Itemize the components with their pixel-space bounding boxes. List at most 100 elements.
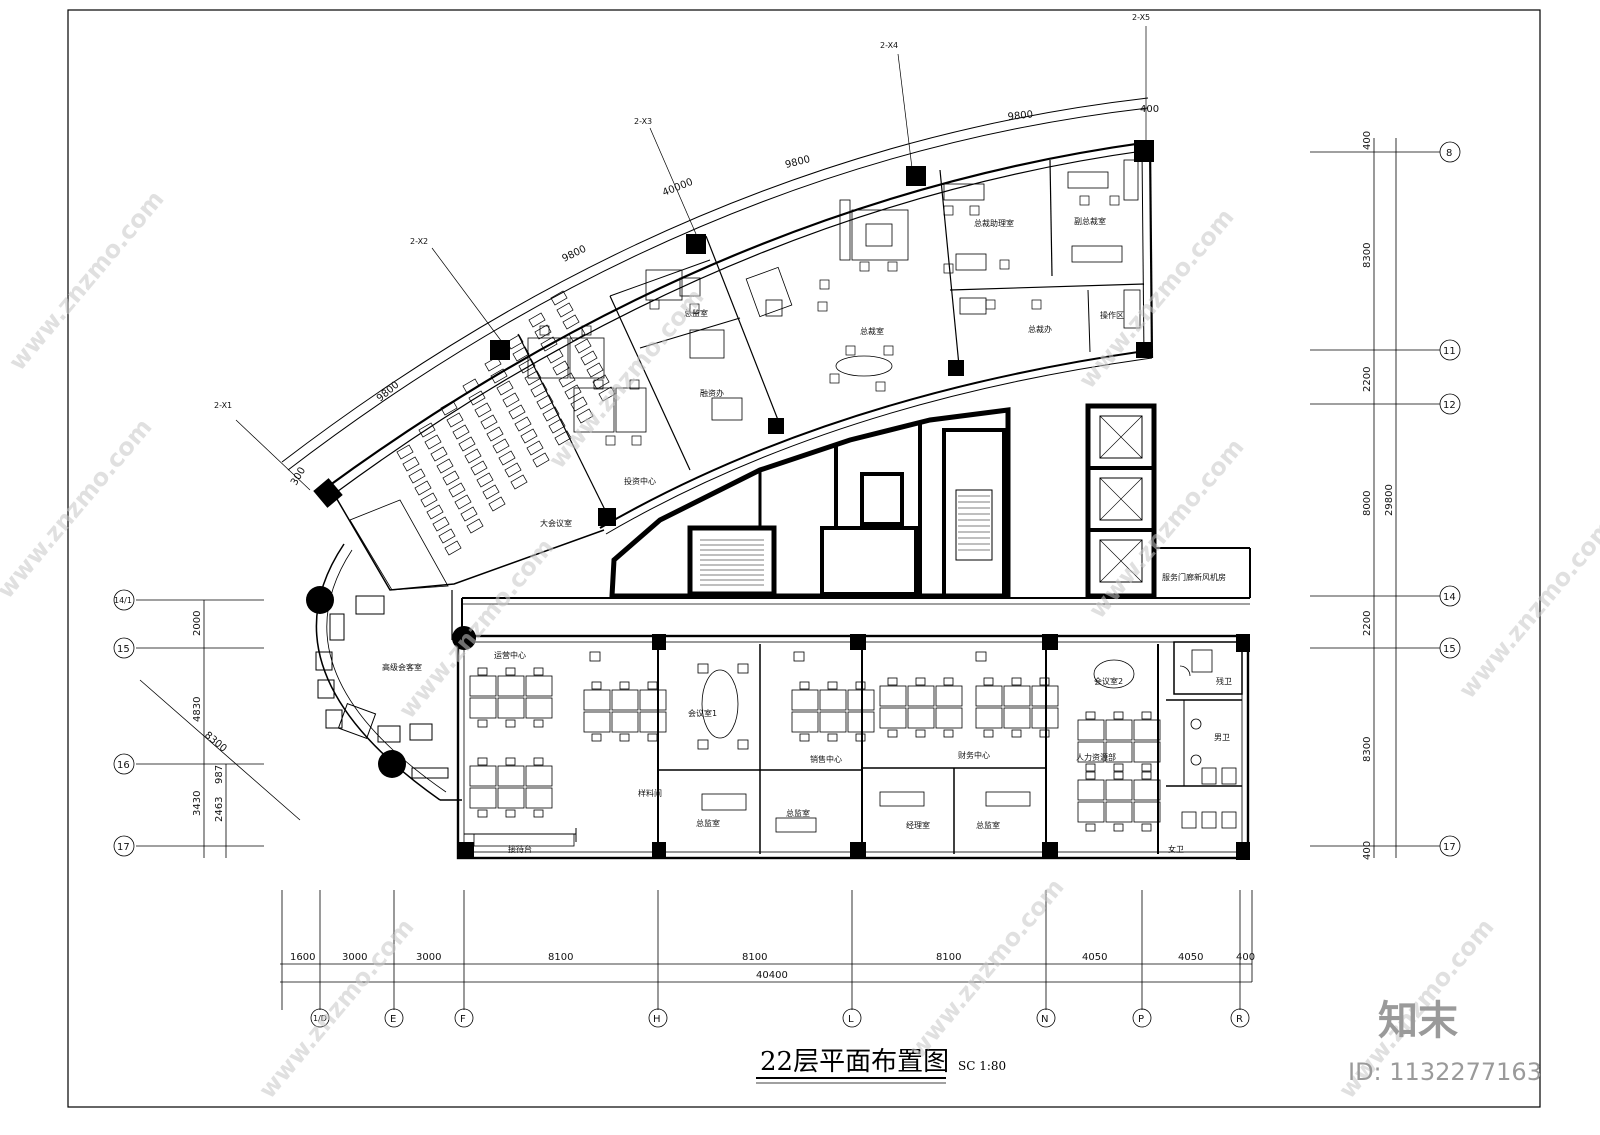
dimension-text: 3000 — [416, 952, 441, 963]
desk-chair — [505, 757, 516, 766]
stair-treads — [700, 495, 990, 586]
dimension-text: 29800 — [1384, 484, 1395, 516]
right-dimension-texts: 400 8300 2200 8000 29800 2200 8300 400 — [1362, 131, 1395, 860]
workstation-desk — [879, 685, 907, 707]
desk-chair — [505, 667, 516, 676]
building-core — [609, 403, 1251, 599]
axis-bubble-label: 2-X2 — [410, 237, 428, 246]
auditorium-seat — [524, 370, 542, 386]
axis-bubble-label: E — [390, 1014, 396, 1025]
workstation-desk — [497, 787, 525, 809]
left-axis-labels: 14/1 15 16 17 — [114, 596, 132, 853]
desk-chair — [1085, 711, 1096, 720]
chair — [975, 651, 987, 662]
auditorium-seat — [442, 470, 460, 486]
bottom-axis-labels: 1/D E F H L N P R — [313, 1014, 1243, 1025]
workstation-desk — [819, 711, 847, 733]
room-label: 总监室 — [786, 808, 810, 818]
auditorium-seating — [396, 290, 616, 556]
desk-chair — [1085, 771, 1096, 780]
auditorium-seat — [570, 396, 588, 412]
auditorium-seat — [526, 440, 544, 456]
axis-bubble-label: 15 — [117, 644, 130, 655]
auditorium-seat — [540, 336, 558, 352]
desk-chair — [505, 719, 516, 728]
auditorium-seat — [548, 418, 566, 434]
room-label: 总监室 — [684, 308, 708, 318]
watermark-text: www.znzmo.com — [543, 283, 709, 474]
axis-bubble-label: P — [1138, 1014, 1144, 1025]
dimension-text: 8300 — [1362, 737, 1373, 762]
desk-chair — [533, 757, 544, 766]
auditorium-seat — [408, 468, 426, 484]
auditorium-seat — [550, 290, 568, 306]
auditorium-seat — [532, 452, 550, 468]
desk-chair — [505, 809, 516, 818]
dimension-text: 8100 — [742, 952, 767, 963]
chair — [793, 651, 805, 662]
workstation-desk — [819, 689, 847, 711]
workstation-desk — [1031, 707, 1059, 729]
watermark-text: www.znzmo.com — [903, 873, 1069, 1064]
dimension-text: 400 — [1362, 841, 1373, 860]
auditorium-seat — [444, 540, 462, 556]
left-dimension-texts: 2000 4830 8300 987 3430 2463 — [192, 611, 229, 822]
auditorium-seat — [542, 406, 560, 422]
axis-bubble-label: 2-X1 — [214, 401, 232, 410]
desk-chair — [915, 677, 926, 686]
chairs-curved — [539, 195, 1120, 446]
axis-bubble-label: 8 — [1446, 148, 1452, 159]
watermark-brand: 知末 — [1378, 998, 1458, 1044]
axis-bubble-label: F — [460, 1014, 466, 1025]
chair — [985, 299, 996, 310]
workstation-desk — [611, 711, 639, 733]
chair — [859, 261, 870, 272]
axis-bubble-label: 11 — [1443, 346, 1456, 357]
auditorium-seat — [510, 474, 528, 490]
desk-chair — [855, 681, 866, 690]
desk-chair — [1141, 711, 1152, 720]
dimension-text: 4830 — [192, 697, 203, 722]
dimension-text: 2463 — [214, 797, 225, 822]
room-label: 样料间 — [638, 788, 662, 798]
room-label: 销售中心 — [810, 754, 842, 764]
chair — [943, 205, 954, 216]
dimension-text: 40000 — [661, 177, 695, 199]
workstation-desk — [847, 711, 875, 733]
workstation-desk — [1077, 801, 1105, 823]
auditorium-seat — [568, 326, 586, 342]
left-dim-lines — [113, 589, 301, 858]
auditorium-seat — [504, 462, 522, 478]
drawing-scale: SC 1:80 — [958, 1059, 1006, 1073]
chair — [875, 381, 886, 392]
auditorium-seat — [432, 516, 450, 532]
dimension-text: 2200 — [1362, 367, 1373, 392]
chair — [1109, 195, 1120, 206]
auditorium-seat — [448, 482, 466, 498]
desk-chair — [1113, 771, 1124, 780]
workstation-desk — [469, 765, 497, 787]
dimension-text: 4050 — [1082, 952, 1107, 963]
workstation-desk — [907, 685, 935, 707]
workstation-desk — [469, 787, 497, 809]
axis-bubble-label: L — [848, 1014, 854, 1025]
auditorium-seat — [534, 324, 552, 340]
dimension-text: 400 — [1362, 131, 1373, 150]
desk-chair — [533, 809, 544, 818]
room-label: 服务门廊新风机房 — [1162, 572, 1226, 582]
auditorium-seat — [556, 302, 574, 318]
bottom-dim-lines — [280, 890, 1253, 1028]
auditorium-seat — [424, 434, 442, 450]
desk-chair — [887, 677, 898, 686]
chair — [737, 663, 749, 674]
dimension-text: 8300 — [1362, 243, 1373, 268]
dimension-text: 3000 — [342, 952, 367, 963]
watermark-text: www.znzmo.com — [253, 913, 419, 1104]
axis-bubble-label: 2-X5 — [1132, 13, 1150, 22]
workstation-desk — [497, 675, 525, 697]
auditorium-seat — [418, 422, 436, 438]
desk-chair — [1113, 823, 1124, 832]
desk-chair — [477, 757, 488, 766]
workstation-desk — [975, 685, 1003, 707]
workstation-desk — [525, 675, 553, 697]
